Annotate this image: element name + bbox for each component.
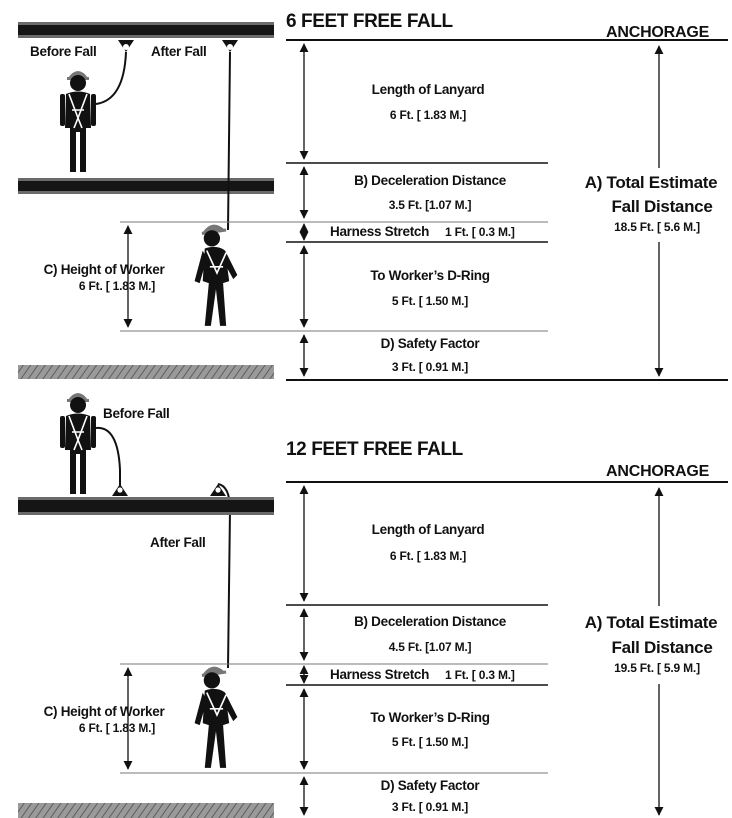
harness-stretch-value: 1 Ft. [ 0.3 M.] [445,668,515,682]
worker-icon [59,392,97,495]
deceleration-label: B) Deceleration Distance [354,173,507,188]
anchorage-label: ANCHORAGE [606,24,710,41]
harness-stretch-label: Harness Stretch [330,667,429,682]
total-fall-label-2: Fall Distance [612,638,713,657]
double-arrow-icon [123,43,664,377]
safety-factor-label: D) Safety Factor [381,778,481,793]
d-ring-value: 5 Ft. [ 1.50 M.] [392,735,468,749]
panel-title: 12 FEET FREE FALL [286,439,464,460]
ground-hatch-icon [18,803,274,818]
deceleration-value: 4.5 Ft. [1.07 M.] [389,640,472,654]
lanyard-label: Length of Lanyard [372,522,485,537]
harness-stretch-label: Harness Stretch [330,224,429,239]
total-fall-value: 18.5 Ft. [ 5.6 M.] [614,220,700,234]
lanyard-value: 6 Ft. [ 1.83 M.] [390,108,466,122]
worker-height-label: C) Height of Worker [44,704,166,719]
panel-12ft: 12 FEET FREE FALL ANCHORAGE Before Fall … [18,392,728,818]
ground-hatch-icon [18,365,274,379]
d-ring-value: 5 Ft. [ 1.50 M.] [392,294,468,308]
safety-factor-value: 3 Ft. [ 0.91 M.] [392,360,468,374]
total-fall-label: A) Total Estimate [585,173,718,192]
lanyard-value: 6 Ft. [ 1.83 M.] [390,549,466,563]
total-fall-label-2: Fall Distance [612,197,713,216]
panel-title: 6 FEET FREE FALL [286,11,454,32]
worker-height-value: 6 Ft. [ 1.83 M.] [79,721,155,735]
worker-icon [59,70,97,173]
panel-6ft: 6 FEET FREE FALL ANCHORAGE Before Fall A… [18,11,728,381]
worker-icon [193,223,239,327]
after-fall-label: After Fall [150,535,206,550]
lanyard-label: Length of Lanyard [372,82,485,97]
double-arrow-icon [123,485,664,816]
d-ring-label: To Worker’s D-Ring [370,710,489,725]
safety-factor-value: 3 Ft. [ 0.91 M.] [392,800,468,814]
deceleration-value: 3.5 Ft. [1.07 M.] [389,198,472,212]
harness-stretch-value: 1 Ft. [ 0.3 M.] [445,225,515,239]
total-fall-value: 19.5 Ft. [ 5.9 M.] [614,661,700,675]
anchorage-label: ANCHORAGE [606,463,710,480]
worker-height-label: C) Height of Worker [44,262,166,277]
deceleration-label: B) Deceleration Distance [354,614,507,629]
safety-factor-label: D) Safety Factor [381,336,481,351]
total-fall-label: A) Total Estimate [585,613,718,632]
d-ring-label: To Worker’s D-Ring [370,268,489,283]
anchor-icon [112,484,226,496]
before-fall-label: Before Fall [103,406,169,421]
anchor-icon [118,40,238,52]
steel-beam-icon [18,178,274,194]
steel-beam-icon [18,22,274,38]
worker-icon [193,665,239,769]
steel-beam-icon [18,497,274,515]
after-fall-label: After Fall [151,44,207,59]
before-fall-label: Before Fall [30,44,96,59]
worker-height-value: 6 Ft. [ 1.83 M.] [79,279,155,293]
